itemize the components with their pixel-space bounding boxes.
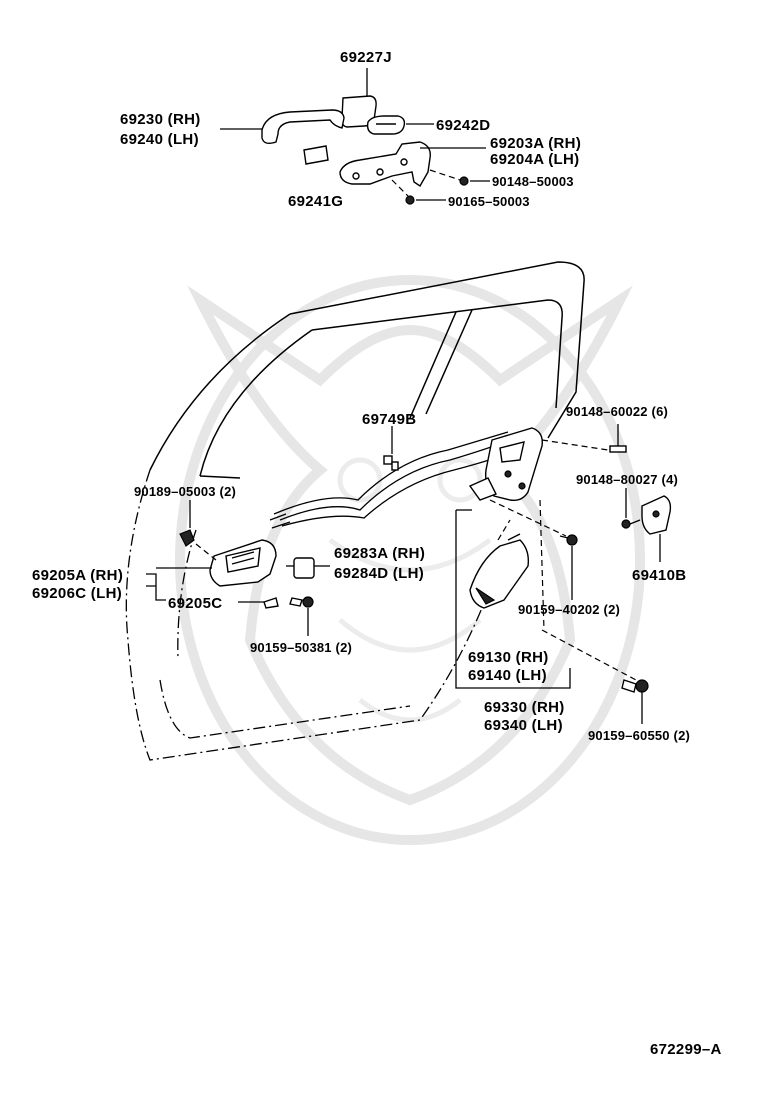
label-90159-50381: 90159–50381 (2) xyxy=(250,640,352,655)
figure-code: 672299–A xyxy=(650,1041,722,1058)
bolt-90148-60022-icon xyxy=(541,424,627,453)
bolt-90148-80027-icon xyxy=(621,488,641,529)
cap-90189-05003-icon xyxy=(179,500,217,561)
label-90148-50003: 90148–50003 xyxy=(492,174,574,189)
screw-90148-50003-icon xyxy=(429,169,490,186)
screw-90165-50003-icon xyxy=(391,179,446,205)
bracket-69330 xyxy=(455,510,571,689)
label-90159-60550: 90159–60550 (2) xyxy=(588,728,690,743)
label-90148-80027: 90148–80027 (4) xyxy=(576,472,678,487)
handle-frame-part xyxy=(339,141,431,187)
inside-handle-69205A-part xyxy=(209,539,277,587)
label-69283A: 69283A (RH) xyxy=(334,545,425,562)
lock-dash-line xyxy=(539,499,545,631)
label-69330: 69330 (RH) xyxy=(484,699,565,716)
cable-clip-69749B-icon xyxy=(383,426,399,471)
label-69230: 69230 (RH) xyxy=(120,111,201,128)
label-69410B: 69410B xyxy=(632,567,686,584)
label-69240: 69240 (LH) xyxy=(120,131,199,148)
door-lock-assembly-part xyxy=(468,427,543,502)
label-69340: 69340 (LH) xyxy=(484,717,563,734)
bracket-69205A xyxy=(146,567,212,601)
label-90165-50003: 90165–50003 xyxy=(448,194,530,209)
label-69130: 69130 (RH) xyxy=(468,649,549,666)
pin-69205C-icon xyxy=(238,597,279,609)
inside-lock-69130-part xyxy=(469,519,530,609)
label-69205A: 69205A (RH) xyxy=(32,567,123,584)
outside-handle-part xyxy=(261,109,345,145)
screw-90159-60550-icon xyxy=(541,629,649,724)
label-90159-40202: 90159–40202 (2) xyxy=(518,602,620,617)
label-69227J: 69227J xyxy=(340,49,392,66)
part-labels: 69227J 69230 (RH) 69240 (LH) 69242D 6920… xyxy=(32,49,722,1058)
label-69205C: 69205C xyxy=(168,595,222,612)
lock-cables xyxy=(269,431,513,529)
outside-handle-group xyxy=(220,68,490,205)
handle-seal-part xyxy=(303,145,329,165)
clip-69283A-part xyxy=(286,557,330,579)
door-outline xyxy=(125,261,585,761)
label-90189-05003: 90189–05003 (2) xyxy=(134,484,236,499)
label-69749B: 69749B xyxy=(362,411,416,428)
label-69206C: 69206C (LH) xyxy=(32,585,122,602)
label-69241G: 69241G xyxy=(288,193,343,210)
label-90148-60022: 90148–60022 (6) xyxy=(566,404,668,419)
label-69242D: 69242D xyxy=(436,117,490,134)
label-69203A: 69203A (RH) xyxy=(490,135,581,152)
screw-90159-50381-icon xyxy=(289,596,314,636)
label-69204A: 69204A (LH) xyxy=(490,151,579,168)
label-69140: 69140 (LH) xyxy=(468,667,547,684)
gasket-part xyxy=(366,115,406,135)
striker-69410B-part xyxy=(641,495,672,562)
screw-90159-40202-icon xyxy=(489,499,578,600)
label-69284D: 69284D (LH) xyxy=(334,565,424,582)
